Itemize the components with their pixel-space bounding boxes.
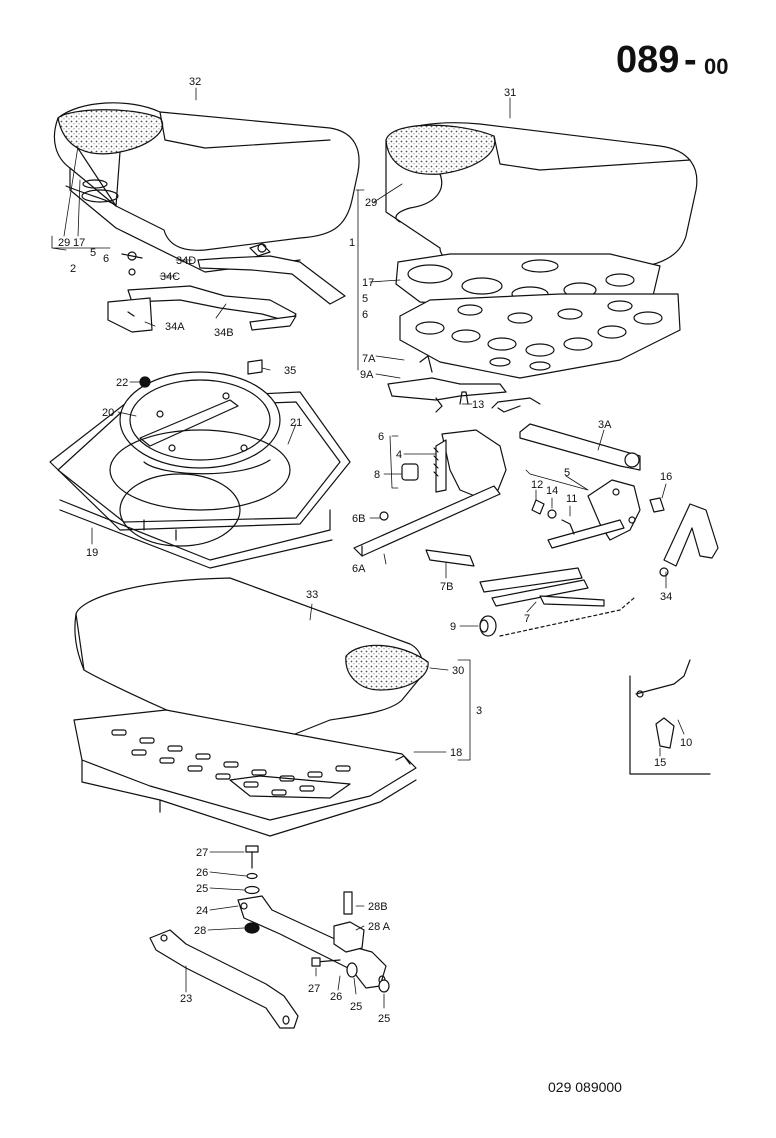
callout-31: 31 [504, 87, 516, 99]
callout-18: 18 [450, 747, 462, 759]
callout-21: 21 [290, 417, 302, 429]
callout-25-lower: 25 [350, 1001, 362, 1013]
hinge-assembly-right [531, 479, 665, 549]
swivel-base [49, 359, 351, 569]
leader-lines [51, 87, 685, 1009]
callout-25-right: 25 [378, 1013, 390, 1025]
callout-26-upper: 26 [196, 867, 208, 879]
callout-labels: 32 31 29 29 17 5 6 2 1 17 5 6 34D 34C 34… [58, 76, 692, 1025]
recliner-mechanism [353, 391, 641, 557]
seat-rail-left [107, 243, 346, 333]
callout-14: 14 [546, 485, 558, 497]
page-separator: - [684, 39, 697, 81]
callout-5-hinge: 5 [564, 467, 570, 479]
callout-4: 4 [396, 449, 402, 461]
callout-20: 20 [102, 407, 114, 419]
callout-27-upper: 27 [196, 847, 208, 859]
callout-34b: 34B [214, 327, 234, 339]
callout-19: 19 [86, 547, 98, 559]
callout-5-left: 5 [90, 247, 96, 259]
callout-26-lower: 26 [330, 991, 342, 1003]
callout-25-upper: 25 [196, 883, 208, 895]
bracket-28a [333, 891, 365, 953]
callout-30: 30 [452, 665, 464, 677]
drawing-number: 029 089000 [548, 1079, 622, 1095]
callout-6-right: 6 [362, 309, 368, 321]
callout-1: 1 [349, 237, 355, 249]
callout-7: 7 [524, 613, 530, 625]
fastener-stack [244, 845, 260, 934]
callout-34: 34 [660, 591, 672, 603]
inset-box [629, 659, 711, 775]
fasteners-lower [311, 957, 390, 993]
base-cushion [74, 577, 429, 755]
page-suffix: 00 [704, 54, 728, 79]
callout-33: 33 [306, 589, 318, 601]
callout-34c: 34C [160, 271, 180, 283]
callout-3: 3 [476, 705, 482, 717]
callout-28a: 28 A [368, 921, 391, 933]
callout-24: 24 [196, 905, 208, 917]
base-frame [73, 709, 417, 837]
callout-3a: 3A [598, 419, 612, 431]
callout-28: 28 [194, 925, 206, 937]
callout-15: 15 [654, 757, 666, 769]
callout-29-left: 29 [58, 237, 70, 249]
release-lever [387, 355, 507, 413]
callout-5-right: 5 [362, 293, 368, 305]
callout-6b: 6B [352, 513, 365, 525]
callout-23: 23 [180, 993, 192, 1005]
callout-9a: 9A [360, 369, 374, 381]
page-code: 089 [616, 39, 679, 81]
callout-17-left: 17 [73, 237, 85, 249]
callout-12: 12 [531, 479, 543, 491]
callout-7a: 7A [362, 353, 376, 365]
callout-17-right: 17 [362, 277, 374, 289]
callout-10: 10 [680, 737, 692, 749]
callout-28b: 28B [368, 901, 388, 913]
callout-34d: 34D [176, 255, 196, 267]
callout-6-mech: 6 [378, 431, 384, 443]
callout-6-left: 6 [103, 253, 109, 265]
callout-6a: 6A [352, 563, 366, 575]
callout-13: 13 [472, 399, 484, 411]
callout-29-right: 29 [365, 197, 377, 209]
seat-cushion-left [53, 102, 360, 273]
seat-cushion-right [385, 122, 698, 277]
callout-8: 8 [374, 469, 380, 481]
callout-16: 16 [660, 471, 672, 483]
page-header: 089 - 00 [616, 39, 728, 81]
callout-22: 22 [116, 377, 128, 389]
callout-2: 2 [70, 263, 76, 275]
callout-9: 9 [450, 621, 456, 633]
slide-rails [425, 549, 635, 637]
mount-rail-23 [149, 929, 299, 1029]
spring-frame-right [395, 253, 681, 379]
bracket-34 [659, 503, 719, 577]
callout-7b: 7B [440, 581, 453, 593]
mount-rail-24 [237, 895, 387, 989]
callout-35: 35 [284, 365, 296, 377]
callout-11: 11 [566, 493, 577, 505]
callout-32: 32 [189, 76, 201, 88]
knob-9 [479, 615, 497, 637]
callout-27-lower: 27 [308, 983, 320, 995]
callout-34a: 34A [165, 321, 185, 333]
